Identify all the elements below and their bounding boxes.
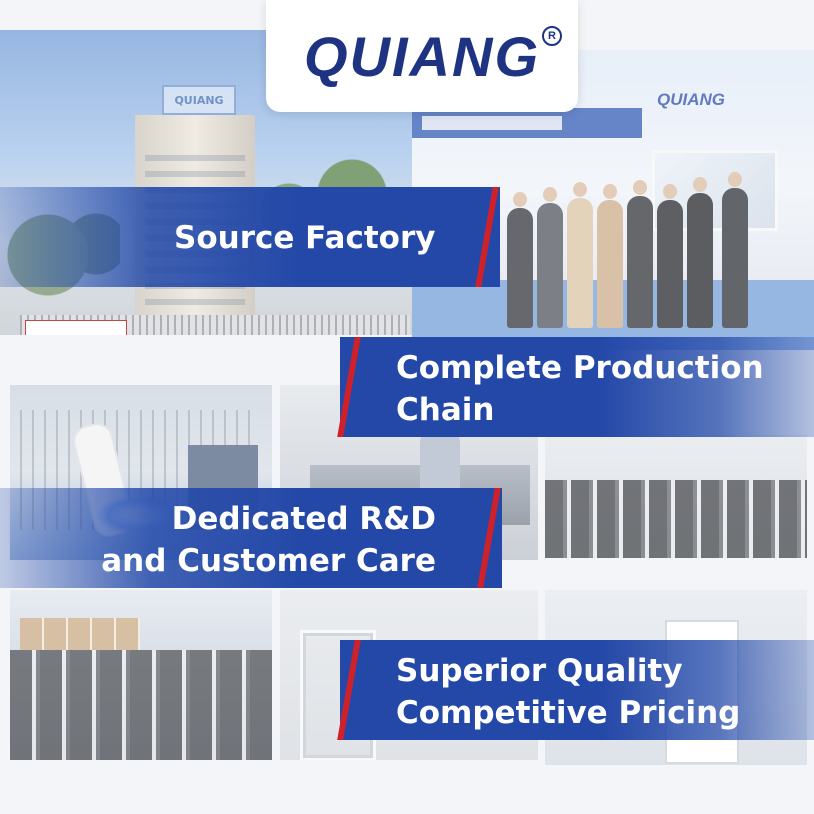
banner-rnd-customer-care: Dedicated R&D and Customer Care bbox=[0, 488, 502, 588]
team-member bbox=[687, 177, 713, 328]
logo-card: QUIANG R bbox=[266, 0, 578, 112]
gate-sign-board bbox=[25, 320, 127, 335]
team-member bbox=[722, 172, 748, 328]
banner-text: Complete Production Chain bbox=[396, 347, 764, 431]
banner-line: Dedicated R&D bbox=[171, 501, 436, 537]
team-member bbox=[567, 182, 593, 328]
booth-logo: QUIANG bbox=[657, 90, 725, 109]
product-boxes bbox=[10, 650, 272, 760]
banner-line: Superior Quality bbox=[396, 653, 683, 689]
product-rows bbox=[545, 480, 807, 558]
team-member bbox=[597, 184, 623, 328]
team-member bbox=[657, 184, 683, 328]
banner-line: and Customer Care bbox=[101, 543, 436, 579]
banner-band bbox=[340, 337, 814, 437]
building-rooftop-sign: QUIANG bbox=[162, 85, 236, 115]
registered-mark-icon: R bbox=[542, 26, 562, 46]
banner-line: Complete Production bbox=[396, 350, 764, 386]
banner-band bbox=[0, 187, 500, 287]
banner-source-factory: Source Factory bbox=[0, 187, 500, 287]
banner-band bbox=[340, 640, 814, 740]
banner-production-chain: Complete Production Chain bbox=[337, 337, 814, 437]
production-rows-photo bbox=[545, 435, 807, 558]
banner-line: Chain bbox=[396, 392, 495, 428]
warehouse-photo bbox=[10, 590, 272, 760]
banner-text: Superior Quality Competitive Pricing bbox=[396, 650, 740, 734]
banner-text: Source Factory bbox=[174, 217, 435, 259]
banner-line: Competitive Pricing bbox=[396, 695, 741, 731]
banner-band bbox=[0, 488, 502, 588]
brand-logo: QUIANG bbox=[304, 25, 540, 88]
team-member bbox=[507, 192, 533, 328]
team-member bbox=[627, 180, 653, 328]
booth-banner-text-strip bbox=[422, 116, 562, 130]
banner-quality-pricing: Superior Quality Competitive Pricing bbox=[337, 640, 814, 740]
team-member bbox=[537, 187, 563, 328]
banner-text: Dedicated R&D and Customer Care bbox=[0, 498, 436, 582]
crates bbox=[20, 618, 140, 650]
banner-line: Source Factory bbox=[174, 220, 436, 256]
